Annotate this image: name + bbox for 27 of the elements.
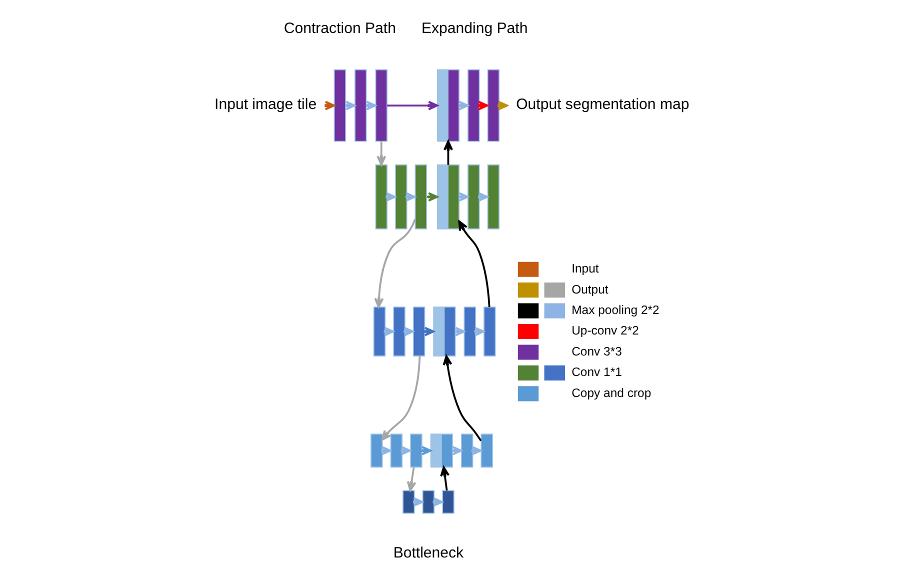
label: Contraction Path	[284, 20, 396, 37]
legend-label: Max pooling 2*2	[572, 303, 660, 318]
label: Expanding Path	[421, 20, 528, 37]
legend-label: Conv 3*3	[572, 344, 622, 358]
arrow	[406, 467, 416, 492]
arrow	[442, 355, 482, 442]
legend-label: Input	[572, 262, 599, 276]
node-bar	[484, 306, 496, 356]
arrow	[440, 466, 450, 491]
node-text: Output segmentation map	[516, 96, 690, 114]
node-text: Input image tile	[214, 96, 317, 114]
legend-label: Up-conv 2*2	[572, 324, 639, 338]
arrow	[374, 218, 416, 308]
node-bar	[487, 164, 500, 230]
node-bar	[442, 490, 454, 514]
arrow	[381, 356, 421, 441]
arrow	[443, 140, 453, 165]
legend-label: Copy and crop	[572, 386, 652, 400]
legend-label: Output	[572, 282, 608, 296]
node-bar	[480, 434, 493, 468]
legend-label: Conv 1*1	[572, 365, 622, 380]
arrow	[376, 141, 386, 166]
arrow	[387, 100, 438, 110]
node-bar	[414, 164, 428, 230]
node-bar	[375, 69, 388, 142]
label: Bottleneck	[393, 544, 464, 562]
arrow	[458, 220, 490, 308]
